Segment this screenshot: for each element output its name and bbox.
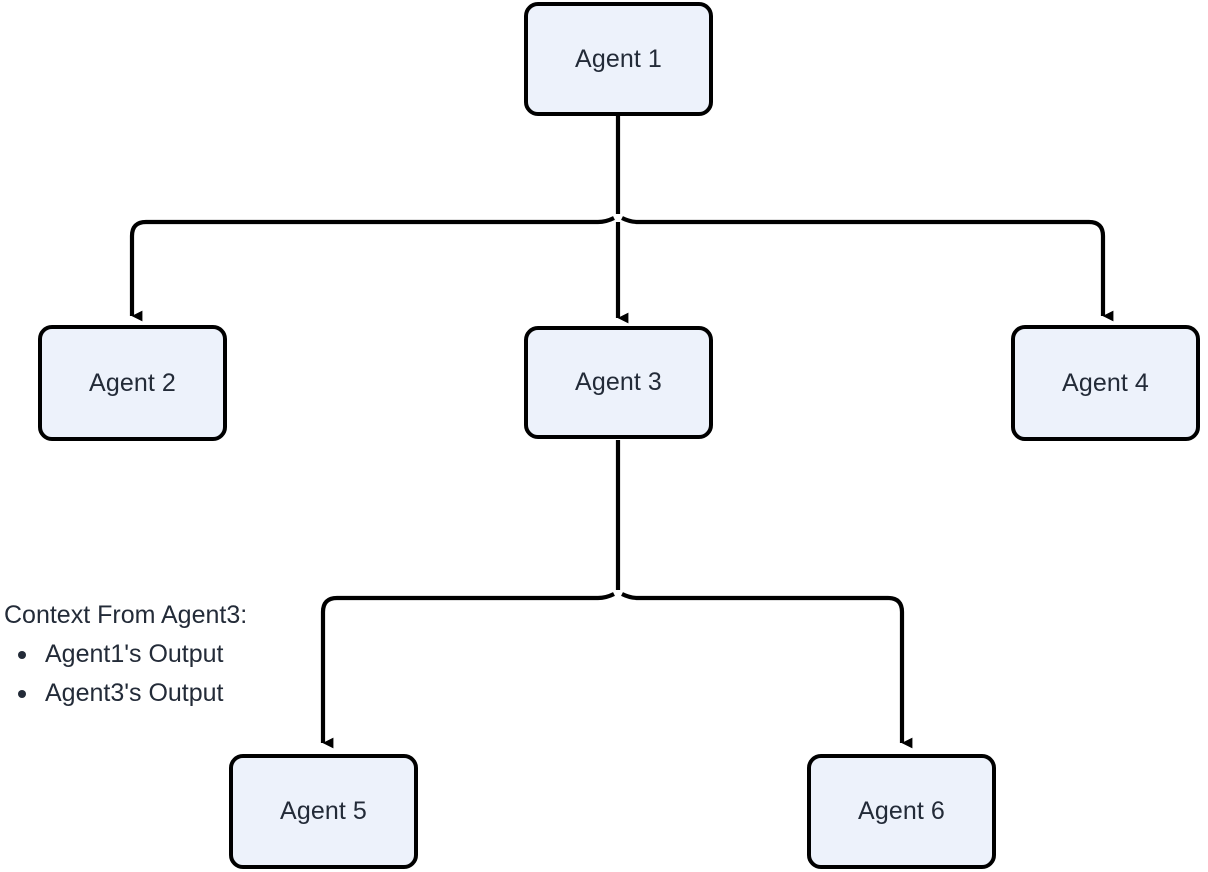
edge-agent1-to-agent2 xyxy=(129,216,615,296)
node-agent5[interactable]: Agent 5 xyxy=(229,754,418,869)
node-agent1-label: Agent 1 xyxy=(575,44,662,73)
node-agent6-label: Agent 6 xyxy=(858,797,945,825)
context-annotation-item-1-label: Agent1's Output xyxy=(45,640,224,668)
context-annotation-item-2: Agent3's Output xyxy=(4,681,324,706)
node-agent2[interactable]: Agent 2 xyxy=(38,325,227,441)
context-annotation-list: Agent1's Output Agent3's Output xyxy=(4,642,324,706)
node-agent3-label: Agent 3 xyxy=(575,368,662,396)
node-agent5-label: Agent 5 xyxy=(280,797,367,825)
node-agent3[interactable]: Agent 3 xyxy=(524,326,713,439)
edge-agent1-to-agent4 xyxy=(621,216,1106,296)
context-annotation-item-1: Agent1's Output xyxy=(4,642,324,667)
bullet-icon xyxy=(18,651,26,659)
bullet-icon xyxy=(18,690,26,698)
context-annotation-title: Context From Agent3: xyxy=(4,601,248,629)
edge-agent3-to-agent6 xyxy=(621,592,905,723)
context-annotation: Context From Agent3: Agent1's Output Age… xyxy=(4,603,324,706)
edge-agent3-to-agent5 xyxy=(320,592,615,723)
context-annotation-item-2-label: Agent3's Output xyxy=(45,679,224,707)
node-agent6[interactable]: Agent 6 xyxy=(807,754,996,869)
node-agent2-label: Agent 2 xyxy=(89,368,176,397)
node-agent4[interactable]: Agent 4 xyxy=(1011,325,1200,441)
node-agent1[interactable]: Agent 1 xyxy=(524,2,713,116)
node-agent4-label: Agent 4 xyxy=(1062,368,1149,397)
